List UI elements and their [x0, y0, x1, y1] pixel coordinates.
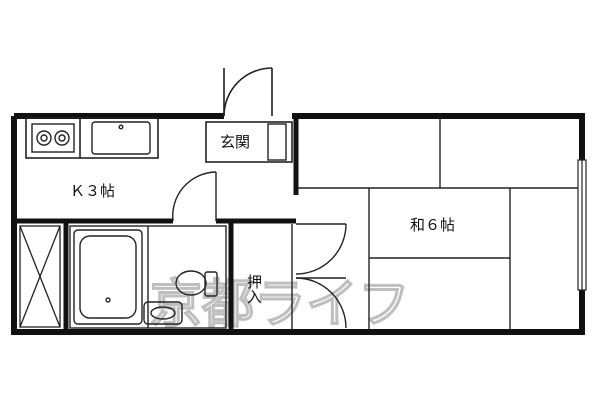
- window: [577, 159, 587, 291]
- washbasin-icon: [143, 301, 183, 325]
- japanese-room-label: 和６帖: [410, 216, 455, 234]
- bath-door: [172, 171, 217, 222]
- bathtub-icon: [73, 229, 143, 325]
- closet-doors: [295, 223, 347, 329]
- kitchen-counter: [25, 117, 159, 159]
- sink-icon: [91, 121, 151, 155]
- bathroom-unit: [69, 225, 227, 329]
- outer-walls: [11, 113, 585, 335]
- entrance-area: 玄関: [205, 121, 293, 163]
- tatami-grid: [298, 119, 580, 330]
- entrance-label: 玄関: [220, 133, 250, 151]
- kitchen-label: Ｋ３帖: [70, 182, 115, 200]
- watermark: 京都ライフ: [150, 275, 410, 335]
- toilet-icon: [175, 270, 218, 297]
- storage-shelf: [19, 225, 61, 328]
- interior-walls: [14, 116, 299, 332]
- stove-icon: [31, 123, 75, 153]
- entry-door: [223, 67, 273, 117]
- closet-label-1: 押入: [245, 274, 263, 304]
